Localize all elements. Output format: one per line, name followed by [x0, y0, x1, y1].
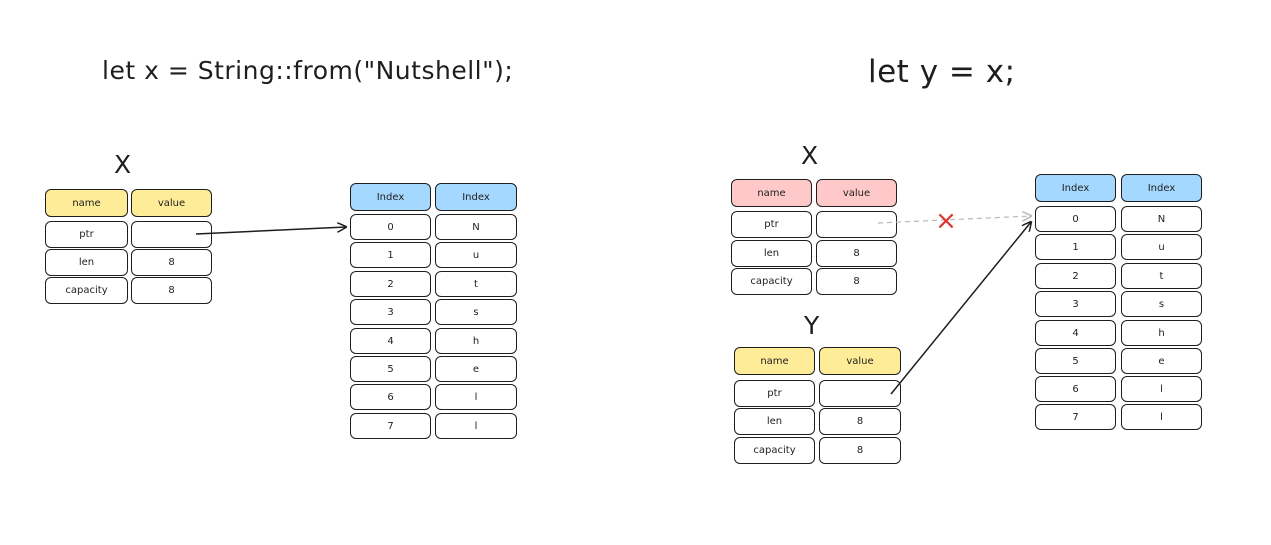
heap-char-cell: u [1121, 234, 1202, 260]
row-name-ptr: ptr [45, 221, 128, 248]
header-name: name [734, 347, 815, 375]
heap-char-cell: l [435, 413, 517, 439]
heap-header-index-2: Index [435, 183, 517, 211]
row-name-ptr: ptr [734, 380, 815, 407]
heap-index-cell: 4 [1035, 320, 1116, 346]
code-line-1: let x = String::from("Nutshell"); [102, 56, 514, 85]
heap-char-cell: h [435, 328, 517, 354]
label-x-left: X [114, 150, 132, 179]
heap-char-cell: e [435, 356, 517, 382]
row-value-capacity: 8 [816, 268, 897, 295]
heap-char-cell: l [1121, 404, 1202, 430]
heap-char-cell: e [1121, 348, 1202, 374]
heap-char-cell: N [435, 214, 517, 240]
heap-index-cell: 6 [1035, 376, 1116, 402]
heap-index-cell: 6 [350, 384, 431, 410]
row-value-len: 8 [816, 240, 897, 267]
heap-index-cell: 0 [350, 214, 431, 240]
label-x-right: X [801, 141, 819, 170]
heap-char-cell: u [435, 242, 517, 268]
heap-char-cell: l [1121, 376, 1202, 402]
header-value: value [819, 347, 901, 375]
row-value-ptr [819, 380, 901, 407]
heap-header-index: Index [1035, 174, 1116, 202]
heap-index-cell: 5 [350, 356, 431, 382]
heap-char-cell: s [1121, 291, 1202, 317]
heap-char-cell: t [435, 271, 517, 297]
heap-header-index: Index [350, 183, 431, 211]
heap-index-cell: 7 [350, 413, 431, 439]
pointer-arrow-left [195, 227, 346, 235]
header-name: name [731, 179, 812, 207]
heap-header-index-2: Index [1121, 174, 1202, 202]
heap-index-cell: 0 [1035, 206, 1116, 232]
heap-index-cell: 5 [1035, 348, 1116, 374]
row-name-capacity: capacity [731, 268, 812, 295]
header-value: value [131, 189, 212, 217]
row-value-len: 8 [131, 249, 212, 276]
heap-index-cell: 2 [350, 271, 431, 297]
label-y-right: Y [804, 311, 820, 340]
heap-index-cell: 1 [1035, 234, 1116, 260]
row-value-capacity: 8 [819, 437, 901, 464]
heap-index-cell: 3 [1035, 291, 1116, 317]
pointer-arrow-right [890, 222, 1031, 395]
row-name-capacity: capacity [45, 277, 128, 304]
header-name: name [45, 189, 128, 217]
heap-index-cell: 2 [1035, 263, 1116, 289]
row-name-capacity: capacity [734, 437, 815, 464]
heap-char-cell: N [1121, 206, 1202, 232]
heap-char-cell: s [435, 299, 517, 325]
header-value: value [816, 179, 897, 207]
heap-index-cell: 4 [350, 328, 431, 354]
row-name-len: len [734, 408, 815, 435]
invalid-marker: × [935, 206, 957, 236]
row-value-capacity: 8 [131, 277, 212, 304]
heap-index-cell: 1 [350, 242, 431, 268]
heap-char-cell: l [435, 384, 517, 410]
row-name-ptr: ptr [731, 211, 812, 238]
code-line-2: let y = x; [868, 54, 1016, 90]
invalid-pointer-arrow [877, 216, 1031, 224]
row-name-len: len [731, 240, 812, 267]
heap-index-cell: 7 [1035, 404, 1116, 430]
row-value-len: 8 [819, 408, 901, 435]
heap-char-cell: t [1121, 263, 1202, 289]
row-name-len: len [45, 249, 128, 276]
heap-index-cell: 3 [350, 299, 431, 325]
row-value-ptr [816, 211, 897, 238]
heap-char-cell: h [1121, 320, 1202, 346]
